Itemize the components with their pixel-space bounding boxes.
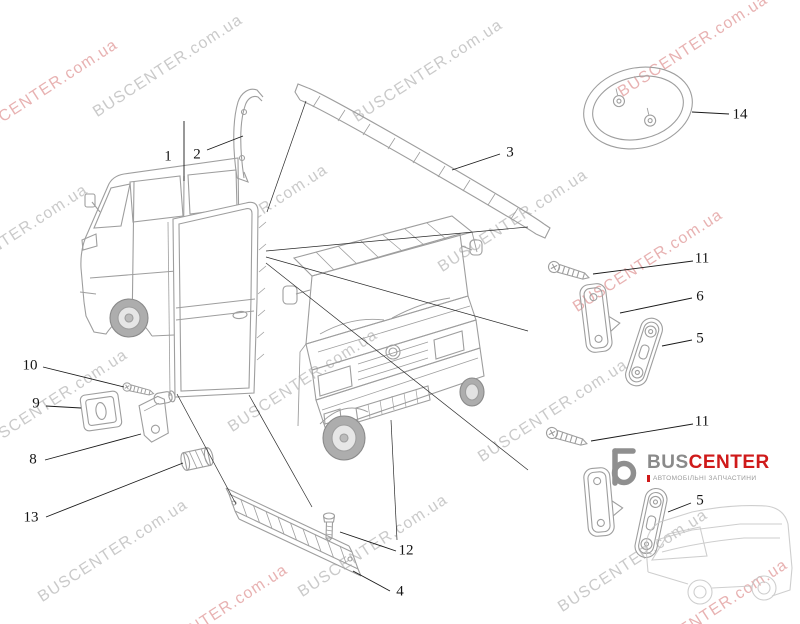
hinge-part-8 xyxy=(138,390,176,443)
screw-part-11-lower xyxy=(544,425,590,450)
hinge-bracket-part-6 xyxy=(578,280,624,354)
buscenter-logo-mark xyxy=(611,448,637,486)
sill-step-part-4 xyxy=(225,487,362,577)
screw-part-10 xyxy=(121,381,156,399)
side-van-sketch xyxy=(79,157,241,338)
logo-van-sketch xyxy=(645,505,793,605)
callout-9: 9 xyxy=(32,395,40,412)
callout-14: 14 xyxy=(732,106,748,123)
bolt-part-12 xyxy=(322,512,336,542)
construction-lines xyxy=(176,100,529,541)
striker-part-5-lower xyxy=(632,485,670,561)
callout-13: 13 xyxy=(23,509,39,526)
buffer-plug-part-9 xyxy=(79,390,123,432)
logo-tagline-bar xyxy=(647,474,650,482)
pillar-trim-part xyxy=(233,88,264,183)
striker-part-5-upper xyxy=(622,314,666,390)
callout-5-upper: 5 xyxy=(696,330,704,347)
logo-brand: BUSCENTER xyxy=(647,453,770,472)
blanking-panel-part-14 xyxy=(583,66,693,150)
leader-lines xyxy=(42,111,730,592)
screw-part-11-upper xyxy=(546,259,592,284)
logo-tagline-row: АВТОМОБІЛЬНІ ЗАПЧАСТИНИ xyxy=(647,474,770,482)
callout-2: 2 xyxy=(193,146,201,163)
callout-11-upper: 11 xyxy=(694,250,710,267)
callout-3: 3 xyxy=(506,144,514,161)
callout-11-lower: 11 xyxy=(694,413,710,430)
callout-10: 10 xyxy=(22,357,38,374)
callout-6: 6 xyxy=(696,288,704,305)
callout-4: 4 xyxy=(396,583,404,600)
roller-part-13 xyxy=(180,447,214,471)
callout-12: 12 xyxy=(398,542,414,559)
logo-center: CENTER xyxy=(688,451,770,473)
door-panel-sketch xyxy=(167,201,267,398)
roof-rail-part xyxy=(294,83,551,239)
buscenter-logo: BUSCENTER АВТОМОБІЛЬНІ ЗАПЧАСТИНИ xyxy=(606,446,770,488)
callout-8: 8 xyxy=(29,451,37,468)
logo-bus: BUS xyxy=(647,451,689,473)
logo-tagline: АВТОМОБІЛЬНІ ЗАПЧАСТИНИ xyxy=(653,474,757,482)
callout-1: 1 xyxy=(164,148,172,165)
buscenter-logo-text: BUSCENTER АВТОМОБІЛЬНІ ЗАПЧАСТИНИ xyxy=(647,453,770,482)
main-van-sketch xyxy=(282,215,485,461)
callout-5-lower: 5 xyxy=(696,492,704,509)
